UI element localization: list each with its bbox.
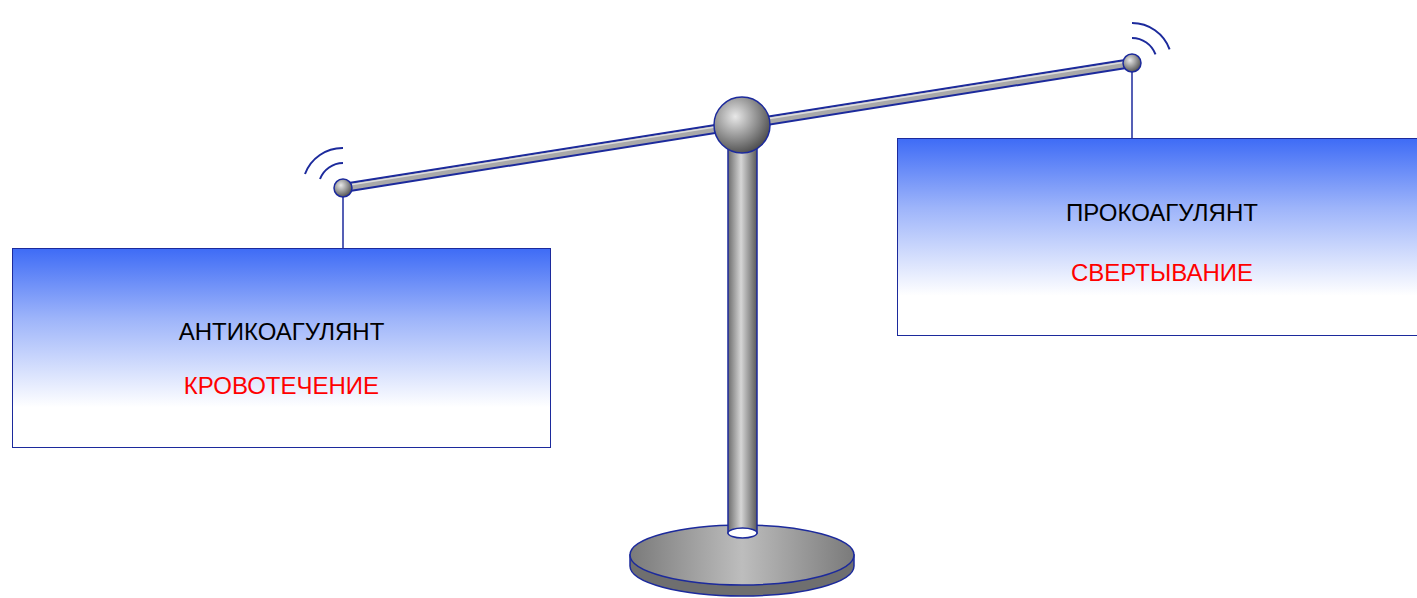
effect-label: СВЕРТЫВАНИЕ: [1071, 258, 1253, 288]
beam-end-ball: [1123, 54, 1141, 72]
hanging-weight-box: ПРОКОАГУЛЯНТ СВЕРТЫВАНИЕ: [897, 138, 1417, 336]
scale-pole: [728, 125, 757, 538]
hanging-weight-box: АНТИКОАГУЛЯНТ КРОВОТЕЧЕНИЕ: [12, 248, 551, 448]
beam-end-ball: [334, 179, 352, 197]
agent-label: ПРОКОАГУЛЯНТ: [1066, 198, 1258, 228]
hanging-string: [1131, 63, 1133, 139]
scale-base: [630, 525, 854, 596]
pivot-ball: [714, 97, 770, 153]
effect-label: КРОВОТЕЧЕНИЕ: [184, 371, 379, 401]
agent-label: АНТИКОАГУЛЯНТ: [179, 317, 385, 347]
